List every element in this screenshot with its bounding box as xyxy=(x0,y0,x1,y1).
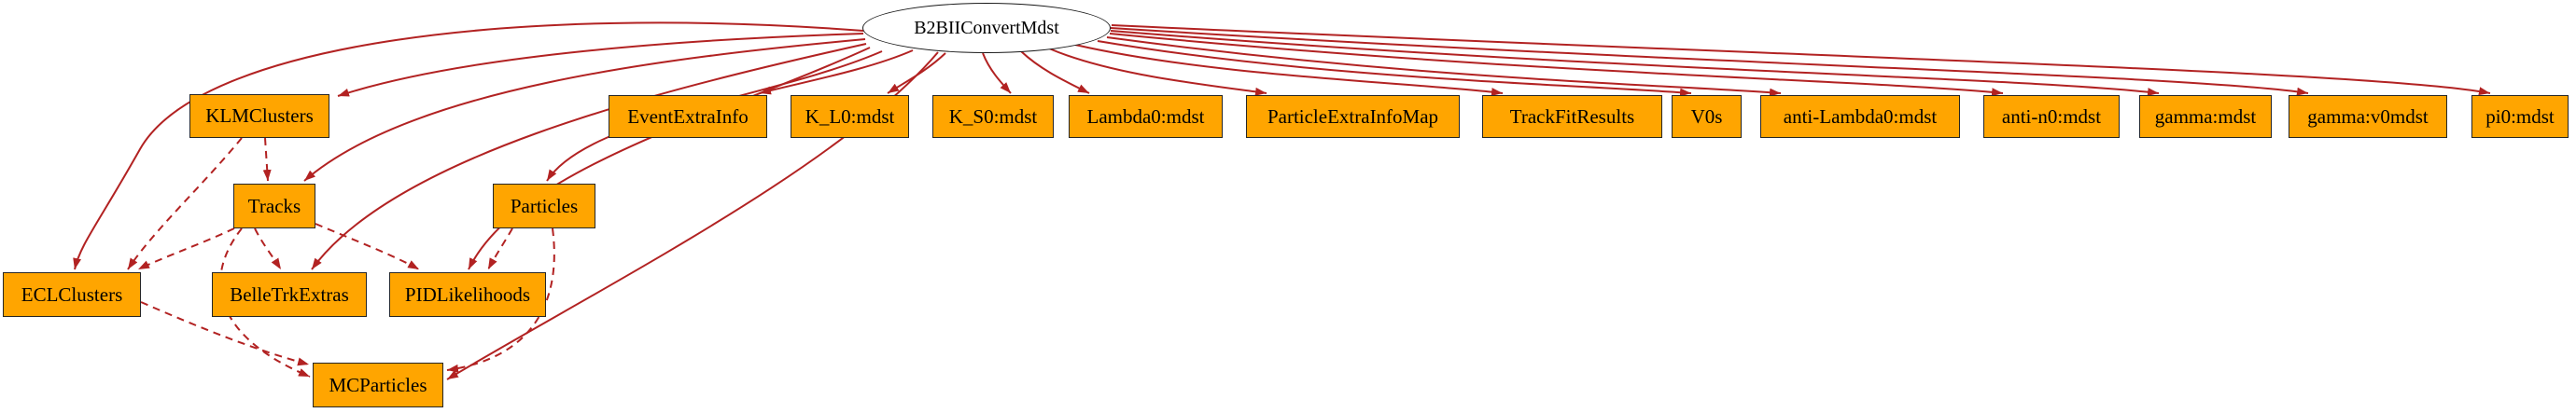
node-Lambda0-mdst: Lambda0:mdst xyxy=(1069,95,1223,138)
node-label-Tracks: Tracks xyxy=(247,194,301,217)
node-BelleTrkExtras: BelleTrkExtras xyxy=(212,272,367,317)
node-Particles: Particles xyxy=(493,184,595,228)
node-gamma-mdst: gamma:mdst xyxy=(2139,95,2272,138)
node-label-gamma-mdst: gamma:mdst xyxy=(2154,104,2257,128)
node-anti-Lambda0-mdst: anti-Lambda0:mdst xyxy=(1760,95,1960,138)
node-label-anti-Lambda0-mdst: anti-Lambda0:mdst xyxy=(1783,104,1938,128)
node-label-MCParticles: MCParticles xyxy=(329,373,427,396)
edge-B2BIIConvertMdst-to-anti-n0-mdst-solid xyxy=(1109,33,2004,97)
node-anti-n0-mdst: anti-n0:mdst xyxy=(1983,95,2120,138)
module-node-B2BIIConvertMdst: B2BIIConvertMdst xyxy=(862,3,1111,53)
node-label-EventExtraInfo: EventExtraInfo xyxy=(627,104,749,128)
node-label-TrackFitResults: TrackFitResults xyxy=(1509,104,1635,128)
node-label-gamma-v0mdst: gamma:v0mdst xyxy=(2307,104,2429,128)
edge-Tracks-to-MCParticles-dashed xyxy=(219,227,311,378)
edge-B2BIIConvertMdst-to-EventExtraInfo-solid xyxy=(759,49,914,95)
edge-Tracks-to-ECLClusters-dashed xyxy=(137,227,235,270)
node-label-BelleTrkExtras: BelleTrkExtras xyxy=(230,282,349,306)
node-ParticleExtraInfoMap: ParticleExtraInfoMap xyxy=(1246,95,1460,138)
node-label-pi0-mdst: pi0:mdst xyxy=(2485,104,2555,128)
edge-B2BIIConvertMdst-to-ParticleExtraInfoMap-solid xyxy=(1048,48,1267,96)
node-label-Lambda0-mdst: Lambda0:mdst xyxy=(1086,104,1205,128)
edge-B2BIIConvertMdst-to-TrackFitResults-solid xyxy=(1074,44,1504,97)
node-Tracks: Tracks xyxy=(233,184,315,228)
edge-ECLClusters-to-MCParticles-dashed xyxy=(140,301,310,366)
edge-B2BIIConvertMdst-to-gamma-v0mdst-solid xyxy=(1110,27,2309,96)
edge-Particles-to-PIDLikelihoods-dashed xyxy=(487,227,513,270)
edge-Tracks-to-BelleTrkExtras-dashed xyxy=(254,227,282,270)
node-K_L0-mdst: K_L0:mdst xyxy=(791,95,909,138)
edge-B2BIIConvertMdst-to-V0s-solid xyxy=(1097,40,1692,97)
edge-B2BIIConvertMdst-to-anti-Lambda0-mdst-solid xyxy=(1106,36,1782,97)
edge-B2BIIConvertMdst-to-Tracks-solid xyxy=(303,38,866,182)
edge-B2BIIConvertMdst-to-KLMClusters-solid xyxy=(337,33,864,97)
node-EventExtraInfo: EventExtraInfo xyxy=(609,95,767,138)
node-label-V0s: V0s xyxy=(1690,104,1723,128)
edge-B2BIIConvertMdst-to-BelleTrkExtras-solid xyxy=(311,43,867,270)
edge-B2BIIConvertMdst-to-K_S0-mdst-solid xyxy=(982,52,1012,94)
edge-Tracks-to-PIDLikelihoods-dashed xyxy=(315,223,420,270)
node-PIDLikelihoods: PIDLikelihoods xyxy=(389,272,546,317)
edge-B2BIIConvertMdst-to-pi0-mdst-solid xyxy=(1111,24,2491,96)
node-TrackFitResults: TrackFitResults xyxy=(1482,95,1662,138)
edge-B2BIIConvertMdst-to-ECLClusters-solid xyxy=(73,21,864,270)
node-label-Particles: Particles xyxy=(510,194,579,217)
node-label-ParticleExtraInfoMap: ParticleExtraInfoMap xyxy=(1267,104,1439,128)
edge-KLMClusters-to-Tracks-dashed xyxy=(262,137,272,182)
node-pi0-mdst: pi0:mdst xyxy=(2471,95,2569,138)
edge-B2BIIConvertMdst-to-gamma-mdst-solid xyxy=(1110,30,2160,97)
node-label-K_S0-mdst: K_S0:mdst xyxy=(948,104,1038,128)
edge-Particles-to-MCParticles-dashed xyxy=(446,227,555,373)
node-label-ECLClusters: ECLClusters xyxy=(21,282,123,306)
node-label-KLMClusters: KLMClusters xyxy=(205,104,314,127)
node-label-anti-n0-mdst: anti-n0:mdst xyxy=(2001,104,2102,128)
node-K_S0-mdst: K_S0:mdst xyxy=(932,95,1054,138)
edge-B2BIIConvertMdst-to-K_L0-mdst-solid xyxy=(887,52,946,94)
node-ECLClusters: ECLClusters xyxy=(3,272,141,317)
node-label-K_L0-mdst: K_L0:mdst xyxy=(805,104,895,128)
module-label: B2BIIConvertMdst xyxy=(914,17,1059,38)
edge-KLMClusters-to-ECLClusters-dashed xyxy=(127,137,243,270)
node-label-PIDLikelihoods: PIDLikelihoods xyxy=(404,282,531,306)
node-V0s: V0s xyxy=(1672,95,1742,138)
edge-B2BIIConvertMdst-to-PIDLikelihoods-solid xyxy=(468,47,871,270)
edge-B2BIIConvertMdst-to-Lambda0-mdst-solid xyxy=(1020,50,1090,94)
node-gamma-v0mdst: gamma:v0mdst xyxy=(2289,95,2447,138)
node-KLMClusters: KLMClusters xyxy=(189,94,329,138)
node-MCParticles: MCParticles xyxy=(313,363,443,407)
